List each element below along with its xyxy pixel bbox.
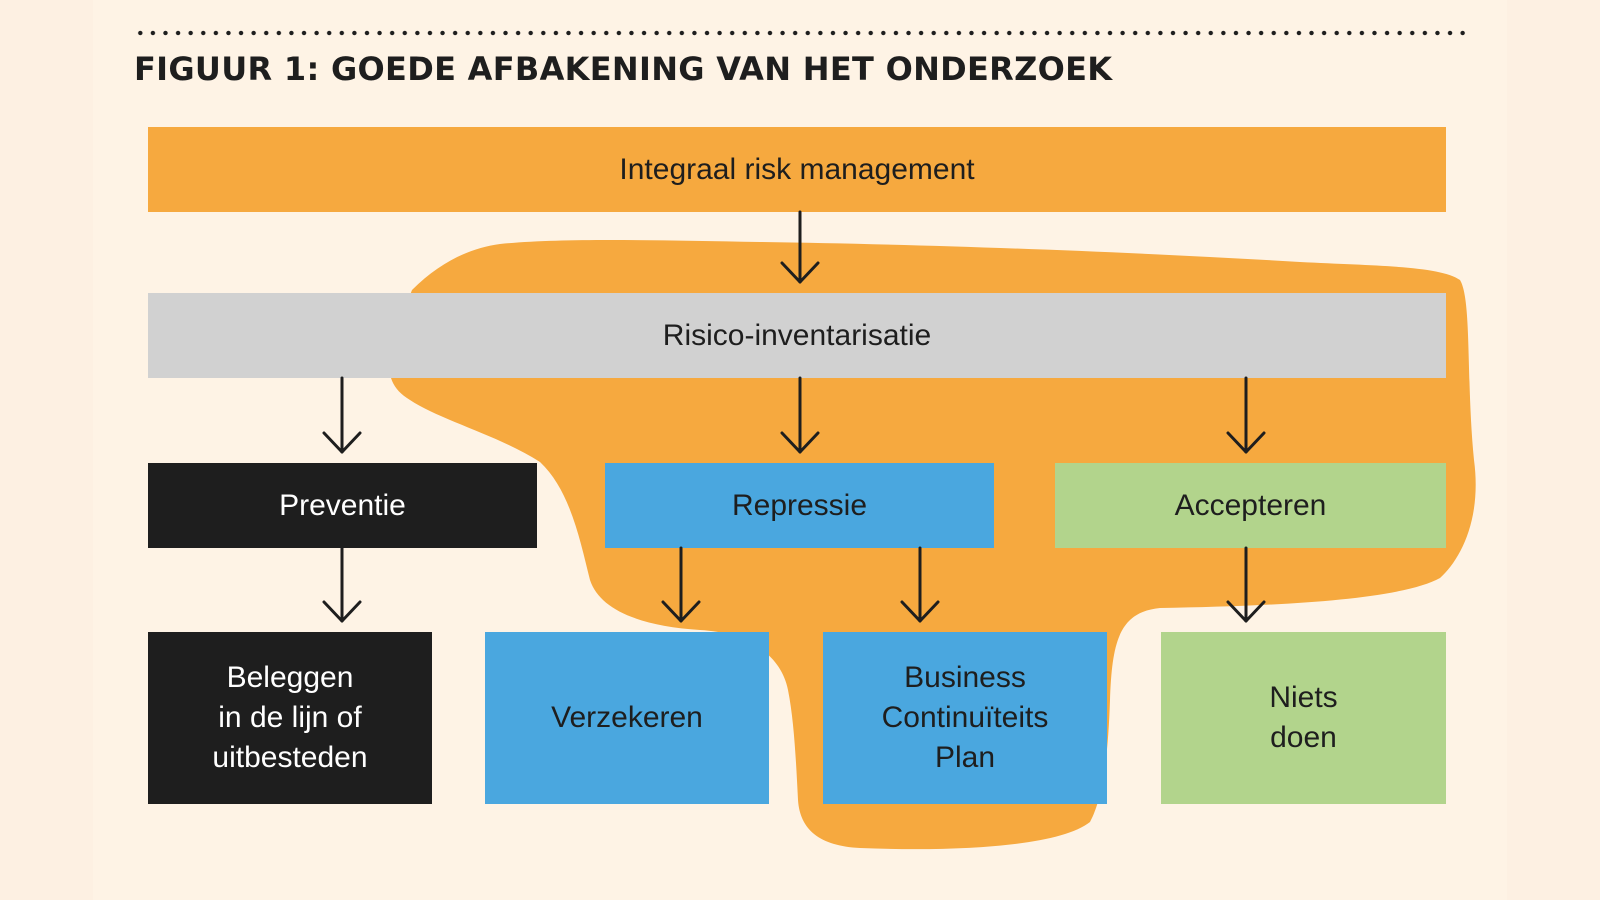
node-verzekeren: Verzekeren xyxy=(485,632,769,804)
node-preventie: Preventie xyxy=(148,463,537,548)
node-label: Verzekeren xyxy=(551,701,703,734)
node-label-line: in de lijn of xyxy=(218,701,362,734)
node-label-line: Beleggen xyxy=(226,661,354,694)
node-niets-doen: Niets doen xyxy=(1161,632,1446,804)
figure-title: FIGUUR 1: GOEDE AFBAKENING VAN HET ONDER… xyxy=(134,50,1113,88)
node-business-continuiteits-plan: Business Continuïteits Plan xyxy=(823,632,1107,804)
node-label: Risico-inventarisatie xyxy=(662,318,932,352)
node-label-line: doen xyxy=(1270,721,1337,754)
node-label: Repressie xyxy=(731,488,868,522)
arrow-inventarisatie-to-accepteren xyxy=(1226,376,1266,454)
arrow-inventarisatie-to-preventie xyxy=(322,376,362,454)
node-label-line: Business xyxy=(904,661,1026,694)
arrow-integraal-to-inventarisatie xyxy=(780,210,820,284)
node-label-line: Continuïteits xyxy=(881,701,1049,734)
node-accepteren: Accepteren xyxy=(1055,463,1446,548)
arrow-repressie-to-bcp xyxy=(900,546,940,623)
node-label: Accepteren xyxy=(1174,488,1327,522)
arrow-preventie-to-beleggen xyxy=(322,546,362,623)
node-label-line: Niets xyxy=(1269,681,1338,714)
node-label: Integraal risk management xyxy=(619,152,975,186)
node-label-line: uitbesteden xyxy=(212,741,368,774)
arrow-repressie-to-verzekeren xyxy=(661,546,701,623)
node-beleggen: Beleggen in de lijn of uitbesteden xyxy=(148,632,432,804)
node-label: Preventie xyxy=(279,488,406,522)
node-integraal-risk-management: Integraal risk management xyxy=(148,127,1446,212)
arrow-inventarisatie-to-repressie xyxy=(780,376,820,454)
dotted-divider xyxy=(134,30,1470,36)
node-repressie: Repressie xyxy=(605,463,994,548)
node-label-line: Plan xyxy=(934,741,996,774)
node-risico-inventarisatie: Risico-inventarisatie xyxy=(148,293,1446,378)
arrow-accepteren-to-niets-doen xyxy=(1226,546,1266,623)
